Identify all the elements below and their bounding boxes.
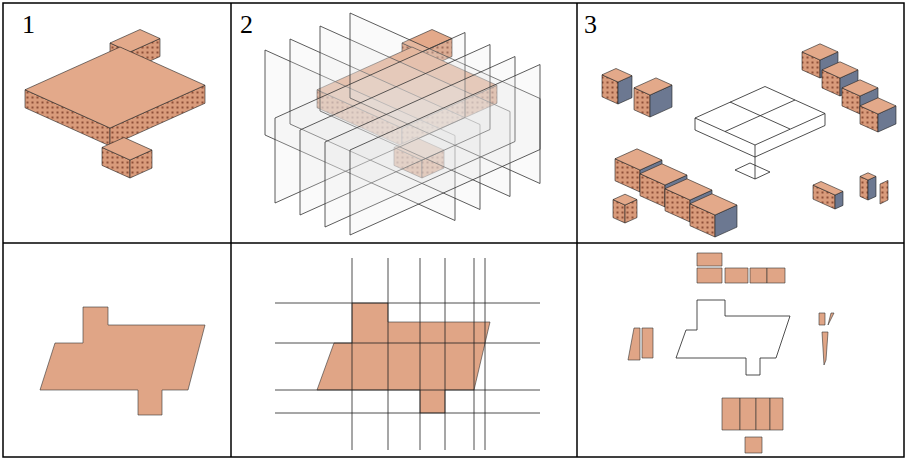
- panel-number: 1: [22, 12, 35, 38]
- panel-number: 3: [584, 12, 597, 38]
- panel-number: 2: [240, 12, 253, 38]
